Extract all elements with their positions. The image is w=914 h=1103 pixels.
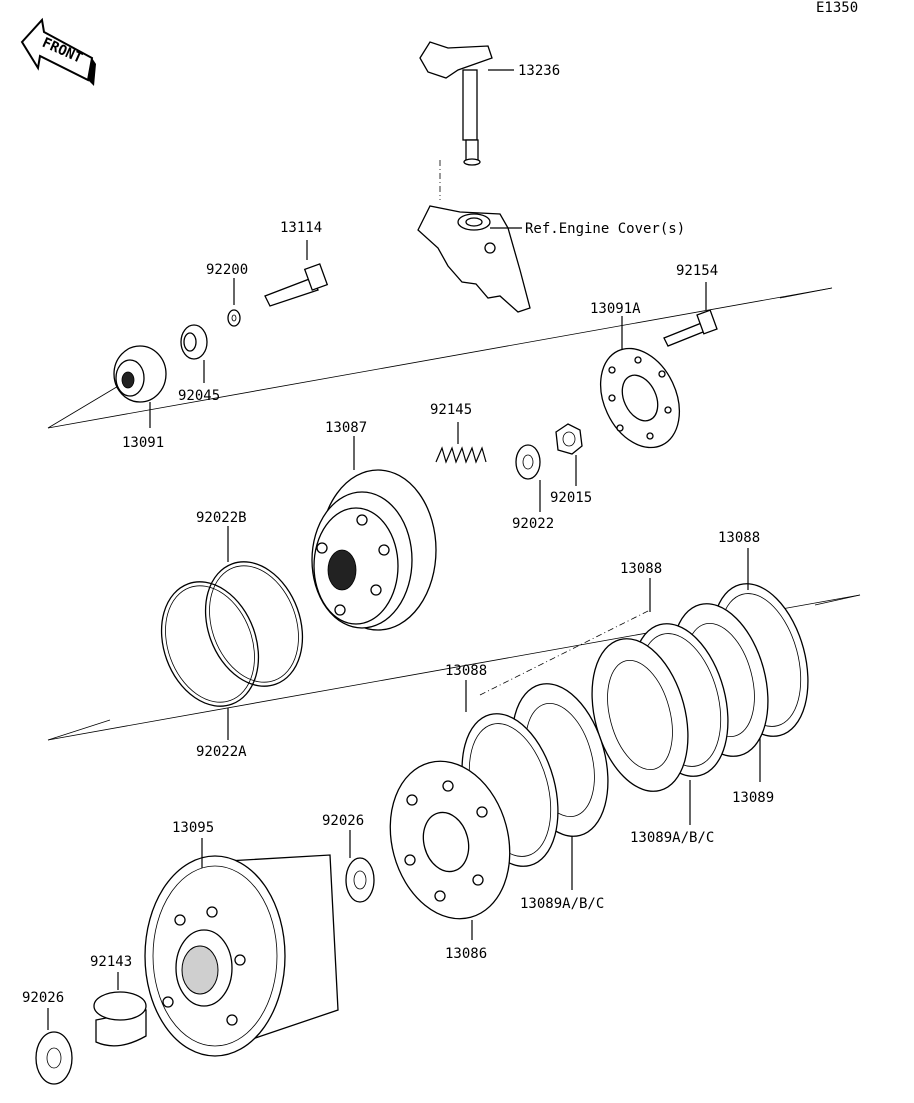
label-13089: 13089: [732, 790, 774, 806]
label-13089ABC-left: 13089A/B/C: [520, 896, 604, 912]
pushrod-13114: 13114: [264, 220, 329, 307]
label-13088-middle: 13088: [620, 561, 662, 577]
label-13088-left: 13088: [445, 663, 487, 679]
bearing-92045: 92045: [178, 324, 220, 404]
washer-92200: 92200: [206, 262, 248, 327]
label-92045: 92045: [178, 388, 220, 404]
engine-cover-ref: Ref.Engine Cover(s): [417, 205, 685, 313]
clutch-housing-13095: 13095: [144, 820, 339, 1057]
label-13086: 13086: [445, 946, 487, 962]
label-92145: 92145: [430, 402, 472, 418]
plate-13091A: 13091A: [590, 301, 680, 449]
label-92022B: 92022B: [196, 510, 247, 526]
collar-92143: 92143: [90, 954, 147, 1047]
plate-stack: 13088 13088 13088 13089 13089A/B/C 13089…: [445, 530, 809, 912]
label-13091: 13091: [122, 435, 164, 451]
label-92154: 92154: [676, 263, 718, 279]
pressure-plate-13086: 13086: [389, 760, 511, 962]
washer-92026-upper: 92026: [322, 813, 375, 903]
label-92022: 92022: [512, 516, 554, 532]
spring-92145: 92145: [430, 402, 487, 464]
washer-92022: 92022: [512, 444, 554, 532]
label-13091A: 13091A: [590, 301, 641, 317]
plate-13091: 13091: [113, 345, 167, 451]
bolt-92154: 92154: [663, 263, 718, 347]
rings-92022: 92022B 92022A: [160, 510, 304, 760]
label-92143: 92143: [90, 954, 132, 970]
label-13087: 13087: [325, 420, 367, 436]
washer-92026-lower: 92026: [22, 990, 73, 1085]
front-arrow-icon: FRONT: [20, 17, 96, 86]
release-shaft-13236: 13236: [419, 41, 560, 166]
label-13089ABC-right: 13089A/B/C: [630, 830, 714, 846]
label-92015: 92015: [550, 490, 592, 506]
label-13236: 13236: [518, 63, 560, 79]
label-13095: 13095: [172, 820, 214, 836]
nut-92015: 92015: [550, 423, 592, 506]
diagram-code: E1350: [816, 0, 858, 16]
clutch-hub-13087: 13087: [311, 420, 437, 631]
label-13114: 13114: [280, 220, 322, 236]
label-ref-engine-cover: Ref.Engine Cover(s): [525, 221, 685, 237]
label-92022A: 92022A: [196, 744, 247, 760]
label-92026-upper: 92026: [322, 813, 364, 829]
label-92026-lower: 92026: [22, 990, 64, 1006]
label-92200: 92200: [206, 262, 248, 278]
label-13088-top-right: 13088: [718, 530, 760, 546]
